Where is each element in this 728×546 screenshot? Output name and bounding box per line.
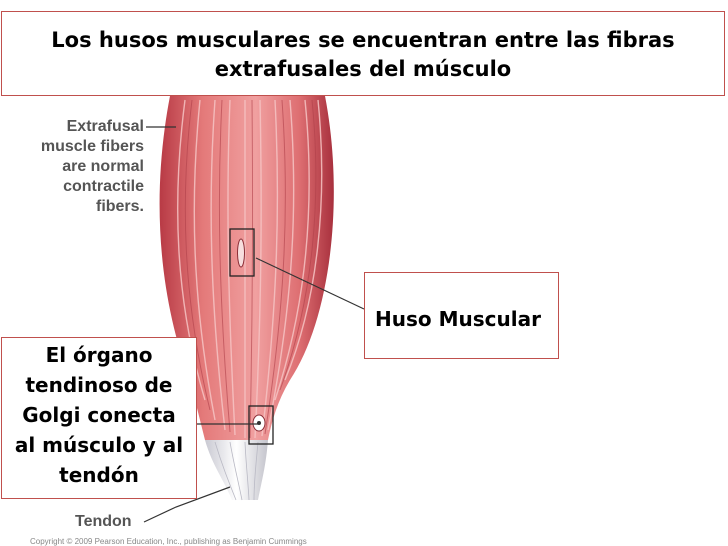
spindle-shape [237,238,245,268]
title-line-1: Los husos musculares se encuentran entre… [51,28,675,52]
spindle-box [229,228,255,277]
golgi-organ-callout: El órgano tendinoso de Golgi conecta al … [1,337,197,499]
extrafusal-label-line-4: contractile [63,178,144,195]
golgi-callout-line-1: El órgano [45,343,153,367]
extrafusal-label-line-2: muscle fibers [40,138,144,155]
extrafusal-fibers-label: Extrafusal muscle fibers are normal cont… [18,117,144,217]
extrafusal-label-line-3: are normal [62,158,144,175]
extrafusal-label-line-1: Extrafusal [66,118,144,135]
tendon [205,440,268,500]
huso-leader [255,257,365,310]
copyright-credit: Copyright © 2009 Pearson Education, Inc.… [30,538,307,546]
tendon-label: Tendon [75,513,132,530]
golgi-callout-line-5: tendón [59,463,139,487]
golgi-callout-line-2: tendinoso de [25,373,173,397]
title-callout: Los husos musculares se encuentran entre… [1,11,725,96]
golgi-box-marker [248,405,274,445]
title-line-2: extrafusales del músculo [214,57,512,81]
extrafusal-label-line-5: fibers. [95,198,144,215]
golgi-callout-line-4: al músculo y al [14,433,184,457]
muscle-belly [159,96,334,440]
tendon-leader [143,486,231,523]
huso-muscular-callout: Huso Muscular [364,272,559,359]
golgi-callout-line-3: Golgi conecta [22,403,176,427]
